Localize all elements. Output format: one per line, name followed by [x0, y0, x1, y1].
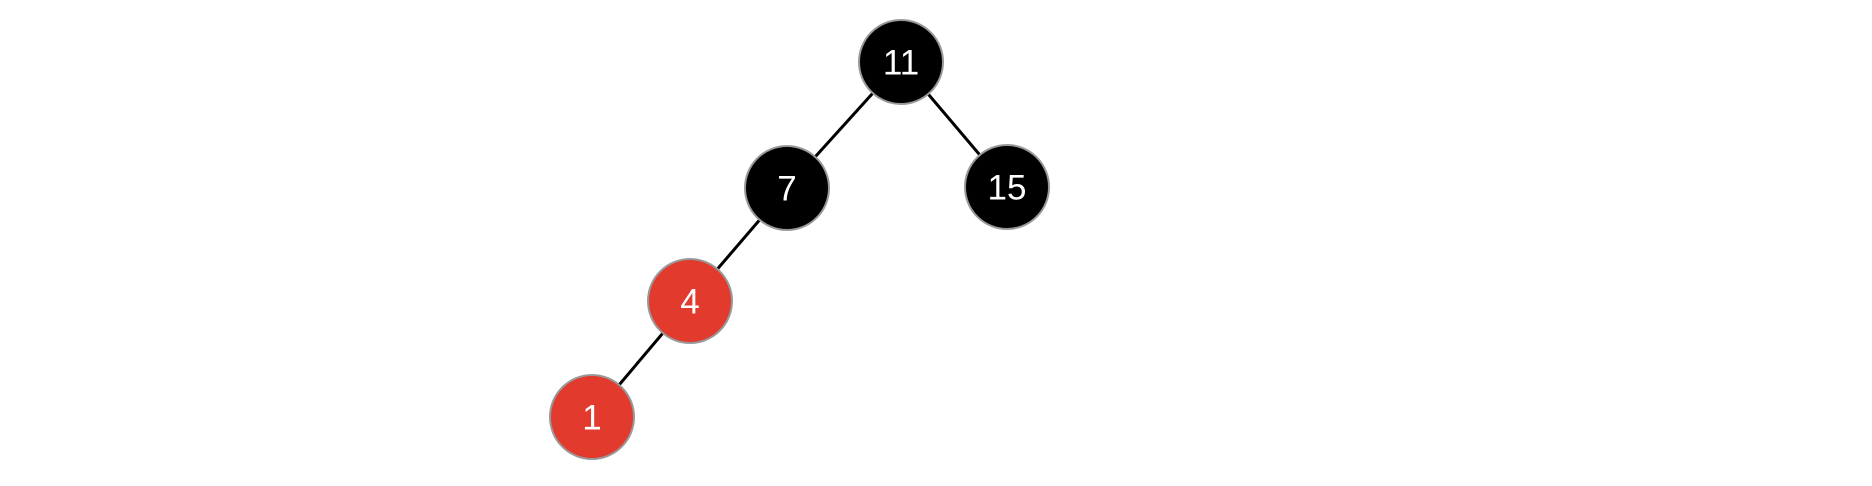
node-circle-4	[647, 258, 733, 344]
tree-node-7: 7	[744, 145, 830, 231]
node-label-11: 11	[883, 44, 919, 83]
node-circle-11	[858, 19, 944, 105]
tree-node-11: 11	[858, 19, 944, 105]
tree-node-1: 1	[549, 374, 635, 460]
node-circle-15	[964, 144, 1050, 230]
node-label-4: 4	[680, 283, 699, 322]
node-label-1: 1	[582, 399, 601, 438]
node-circle-7	[744, 145, 830, 231]
node-circle-1	[549, 374, 635, 460]
node-label-7: 7	[777, 170, 796, 209]
tree-node-15: 15	[964, 144, 1050, 230]
node-label-15: 15	[988, 169, 1027, 208]
tree-node-4: 4	[647, 258, 733, 344]
